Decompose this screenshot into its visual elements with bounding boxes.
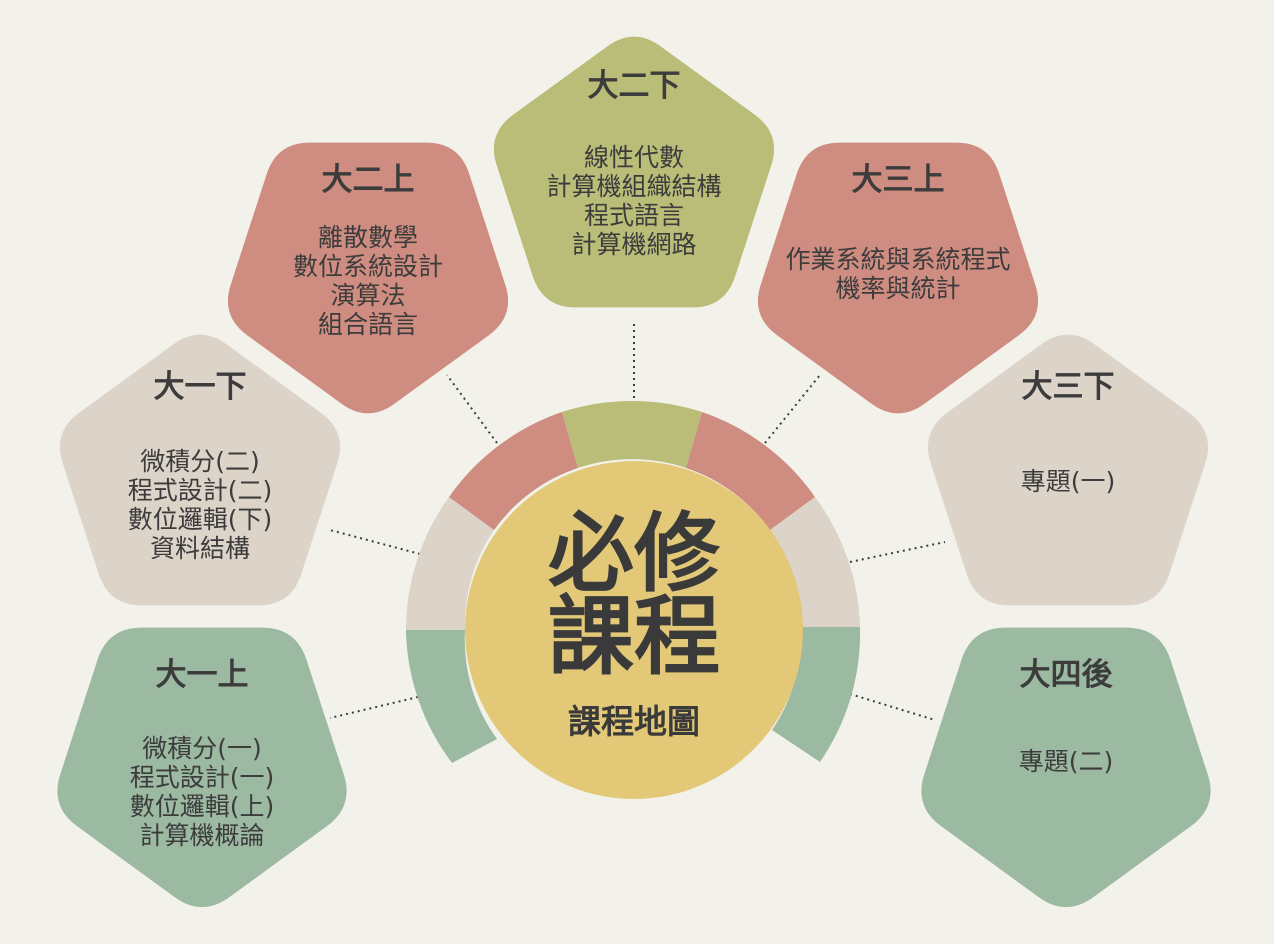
- center-title-line-1: 必修: [548, 504, 721, 604]
- connectors: [329, 322, 946, 721]
- semester-title-y2a: 大二上: [322, 162, 415, 198]
- course-item: 專題(二): [1019, 747, 1114, 776]
- course-item: 程式設計(二): [128, 476, 273, 505]
- course-item: 計算機概論: [139, 821, 264, 850]
- semester-pentagon-y4: [921, 627, 1211, 908]
- ring-segment-y1b: [406, 497, 494, 630]
- ring-segments: [406, 400, 861, 763]
- semester-pentagon-y2a: [227, 142, 509, 414]
- course-item: 離散數學: [318, 223, 418, 252]
- ring-segment-y4: [772, 627, 861, 762]
- connector-y3b: [849, 541, 946, 563]
- course-item: 數位邏輯(下): [128, 505, 273, 534]
- semester-pentagon-y1b: [59, 334, 341, 606]
- connector-y3a: [764, 374, 821, 444]
- course-item: 機率與統計: [835, 274, 960, 303]
- center-disc: [465, 461, 803, 799]
- connector-y2a: [446, 374, 498, 444]
- center-subtitle: 課程地圖: [568, 702, 700, 741]
- course-item: 微積分(二): [140, 447, 260, 476]
- course-item: 數位邏輯(上): [130, 792, 275, 821]
- semester-title-y3b: 大三下: [1022, 369, 1115, 405]
- course-item: 程式語言: [584, 201, 684, 230]
- course-item: 專題(一): [1021, 467, 1116, 496]
- semester-title-y1a: 大一上: [156, 657, 249, 693]
- connector-y1b: [329, 529, 421, 555]
- center-hub: 必修 課程 課程地圖: [465, 461, 803, 799]
- course-item: 線性代數: [584, 143, 684, 172]
- course-item: 程式設計(一): [130, 763, 275, 792]
- connector-y1a: [329, 696, 419, 719]
- semester-pentagon-y3b: [927, 334, 1209, 606]
- course-item: 數位系統設計: [293, 252, 443, 281]
- ring-segment-y2b: [562, 400, 702, 468]
- semester-nodes: 大一上微積分(一)程式設計(一)數位邏輯(上)計算機概論大一下微積分(二)程式設…: [57, 36, 1211, 908]
- ring-segment-y3b: [770, 497, 860, 627]
- course-item: 計算機組織結構: [546, 172, 721, 201]
- course-item: 計算機網路: [571, 230, 696, 259]
- connector-y4: [849, 693, 936, 721]
- semester-pentagon-y1a: [57, 627, 347, 908]
- course-item: 演算法: [330, 281, 405, 310]
- ring-segment-y2a: [449, 412, 578, 530]
- course-item: 組合語言: [318, 310, 418, 339]
- semester-pentagon-y2b: [493, 36, 775, 308]
- semester-pentagon-y3a: [757, 142, 1039, 414]
- ring-segment-y1a: [406, 630, 497, 763]
- ring-segment-y3a: [686, 412, 815, 530]
- center-title-line-2: 課程: [548, 587, 720, 687]
- course-item: 微積分(一): [142, 734, 262, 763]
- semester-title-y4: 大四後: [1020, 657, 1114, 693]
- course-item: 資料結構: [150, 534, 250, 563]
- semester-title-y3a: 大三上: [852, 162, 945, 198]
- semester-title-y2b: 大二下: [588, 68, 681, 104]
- course-item: 作業系統與系統程式: [785, 245, 1010, 274]
- semester-title-y1b: 大一下: [154, 369, 247, 405]
